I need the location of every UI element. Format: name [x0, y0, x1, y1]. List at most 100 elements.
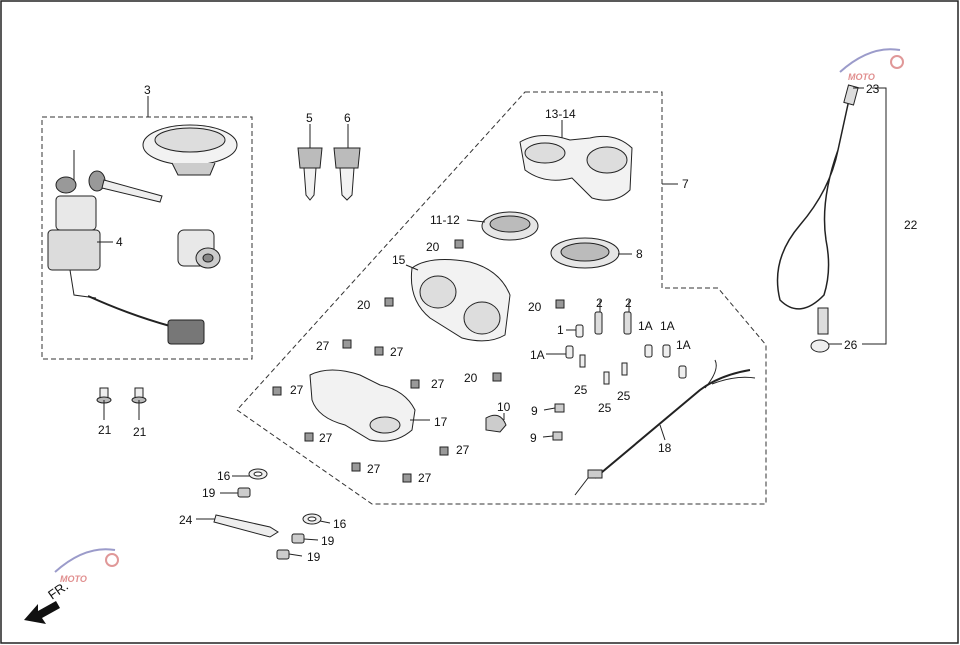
label-1Ab: 1A — [660, 319, 675, 333]
bulb-1A-d — [678, 365, 687, 379]
label-22: 22 — [904, 218, 918, 232]
label-24: 24 — [179, 513, 193, 527]
screw-25a — [579, 354, 586, 368]
label-20c: 20 — [528, 300, 542, 314]
clip-9a — [554, 403, 565, 413]
moto-watermark-top: MOTO — [839, 48, 904, 82]
label-1Ac: 1A — [676, 338, 691, 352]
wire-harness-18 — [574, 359, 756, 496]
label-26: 26 — [844, 338, 858, 352]
label-25b: 25 — [598, 401, 612, 415]
screw-27e — [304, 432, 314, 442]
screw-20c — [555, 299, 565, 309]
group-box-ignition — [41, 116, 253, 360]
label-25c: 25 — [617, 389, 631, 403]
label-2b: 2 — [625, 296, 632, 310]
label-20b: 20 — [357, 298, 371, 312]
screw-27a — [342, 339, 352, 349]
label-5: 5 — [306, 111, 313, 125]
screw-27f — [439, 446, 449, 456]
label-27c: 27 — [290, 383, 304, 397]
svg-text:MOTO: MOTO — [848, 72, 875, 82]
label-2a: 2 — [596, 296, 603, 310]
svg-text:MOTO: MOTO — [60, 574, 87, 584]
screw-27h — [402, 473, 412, 483]
label-10: 10 — [497, 400, 511, 414]
label-6: 6 — [344, 111, 351, 125]
stay-24 — [213, 514, 279, 538]
nut-19b — [291, 533, 305, 544]
ignition-switch-part — [47, 150, 205, 345]
label-1: 1 — [557, 323, 564, 337]
fuel-cap-part — [142, 124, 238, 176]
bulb-1A-a — [565, 345, 574, 359]
label-20d: 20 — [464, 371, 478, 385]
label-1Aa: 1A — [638, 319, 653, 333]
label-25a: 25 — [574, 383, 588, 397]
key-blank-6 — [333, 147, 361, 201]
screw-20b — [384, 297, 394, 307]
label-17: 17 — [434, 415, 448, 429]
front-direction-arrow — [24, 601, 60, 624]
label-16b: 16 — [333, 517, 347, 531]
label-8: 8 — [636, 247, 643, 261]
label-11-12: 11-12 — [430, 213, 460, 227]
label-19c: 19 — [307, 550, 321, 564]
label-18: 18 — [658, 441, 672, 455]
meter-dial-8 — [550, 237, 620, 269]
meter-upper-case-part — [519, 135, 633, 201]
clip-9b — [552, 431, 563, 441]
screw-20d — [492, 372, 502, 382]
screw-27g — [351, 462, 361, 472]
label-21a: 21 — [98, 423, 112, 437]
washer-16a — [248, 468, 268, 480]
part-labels: 3 4 5 6 13-14 7 11-12 20 8 15 20 20 27 2… — [45, 82, 918, 602]
label-27e: 27 — [319, 431, 333, 445]
label-4: 4 — [116, 235, 123, 249]
screw-25c — [621, 362, 628, 376]
moto-watermark-bottom: MOTO — [54, 548, 119, 584]
label-27d: 27 — [431, 377, 445, 391]
label-23: 23 — [866, 82, 880, 96]
label-20a: 20 — [426, 240, 440, 254]
key-part-ignition — [55, 170, 163, 203]
label-21b: 21 — [133, 425, 147, 439]
label-13-14: 13-14 — [545, 107, 576, 121]
nut-19a — [237, 487, 251, 498]
bulb-1 — [575, 324, 584, 338]
meter-face-11-12 — [481, 211, 539, 241]
label-19b: 19 — [321, 534, 335, 548]
key-blank-5 — [297, 147, 323, 201]
label-9b: 9 — [530, 431, 537, 445]
screw-27b — [374, 346, 384, 356]
label-27g: 27 — [367, 462, 381, 476]
screw-27c — [272, 386, 282, 396]
screw-20a — [454, 239, 464, 249]
group-box-meter — [236, 91, 767, 505]
label-27a: 27 — [316, 339, 330, 353]
socket-2b — [623, 311, 632, 335]
meter-lower-case-17 — [309, 369, 416, 442]
screw-25b — [603, 371, 610, 385]
label-27h: 27 — [418, 471, 432, 485]
washer-16b — [302, 513, 322, 525]
leader-bracket-22 — [862, 87, 887, 345]
label-9a: 9 — [531, 404, 538, 418]
speedometer-cable-22 — [776, 84, 859, 353]
screw-27d — [410, 379, 420, 389]
bulb-1A-b — [644, 344, 653, 358]
label-15: 15 — [392, 253, 406, 267]
label-27f: 27 — [456, 443, 470, 457]
label-1Ad: 1A — [530, 348, 545, 362]
nut-19c — [276, 549, 290, 560]
seat-lock-part — [177, 229, 221, 269]
bracket-part-10 — [485, 414, 507, 433]
label-16a: 16 — [217, 469, 231, 483]
meter-assembly-15 — [410, 259, 511, 342]
label-7: 7 — [682, 177, 689, 191]
label-3: 3 — [144, 83, 151, 97]
leader-lines — [97, 87, 864, 557]
